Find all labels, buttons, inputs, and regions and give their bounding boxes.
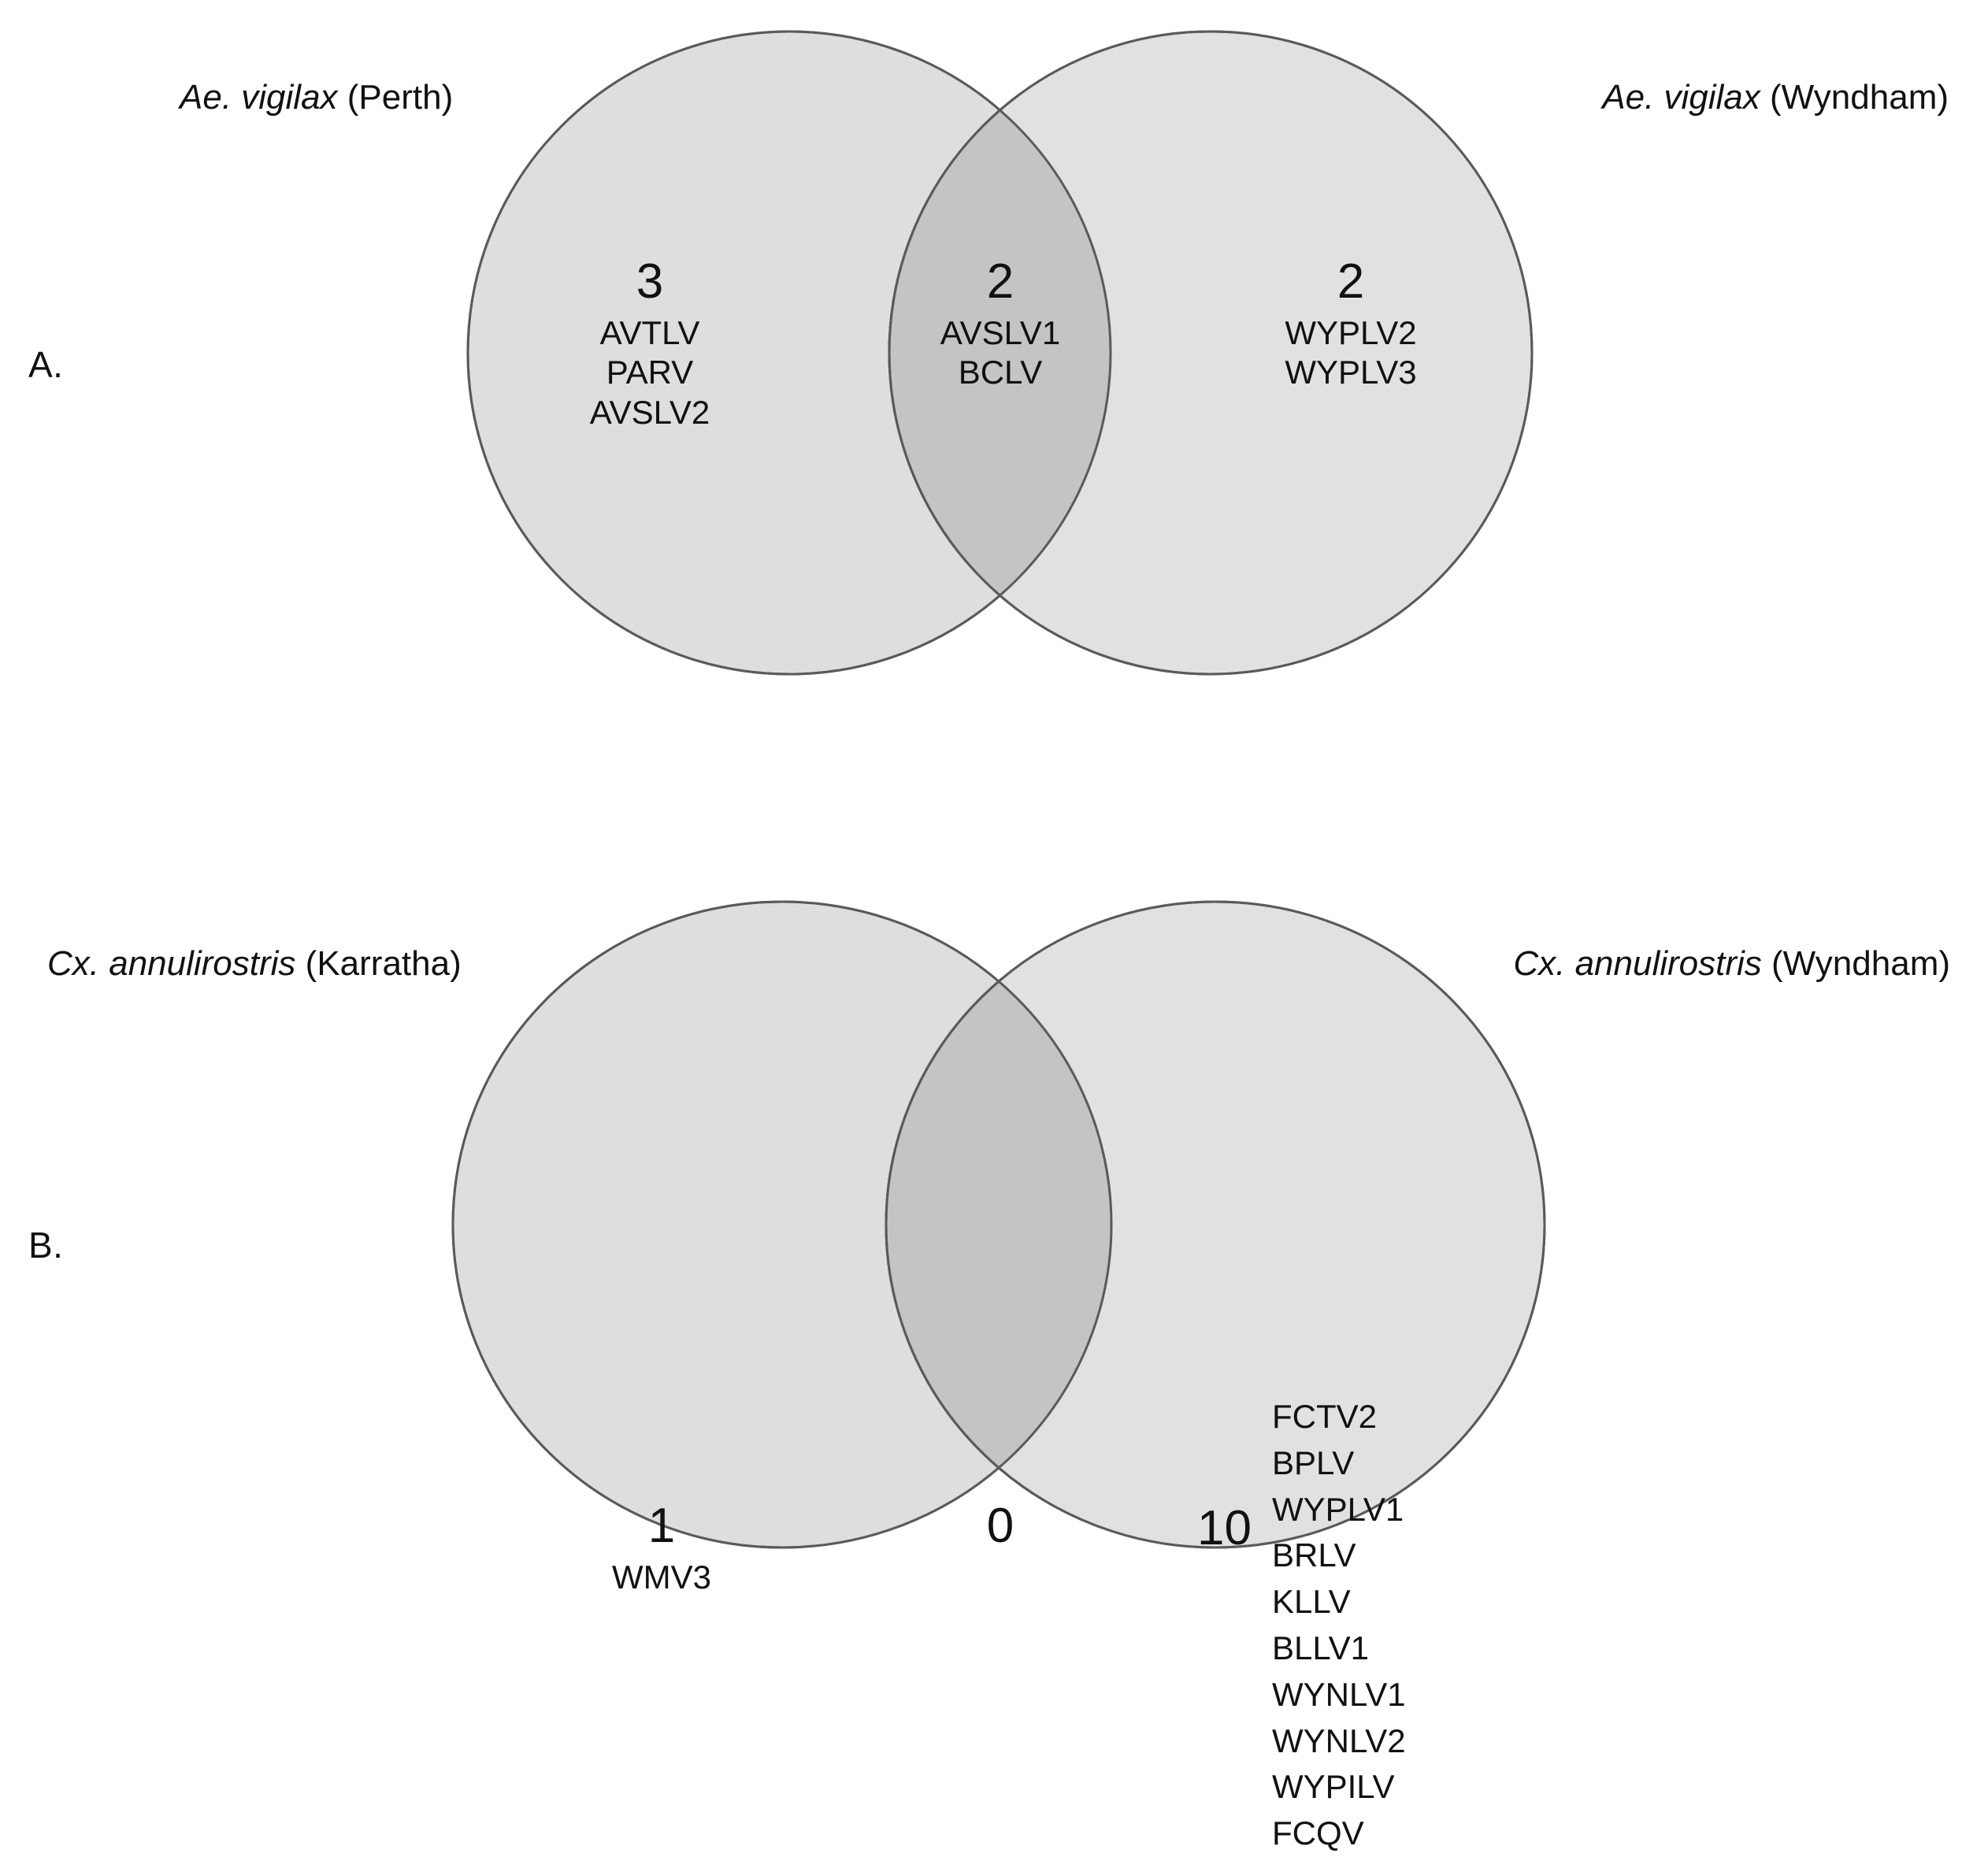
panel-a-right-circle-outline xyxy=(888,30,1534,676)
panel-a-venn-diagram xyxy=(0,0,1988,709)
panel-b-left-location: (Karratha) xyxy=(305,944,462,983)
virus-item: AVTLV xyxy=(599,314,700,352)
panel-a-left-circle-outline xyxy=(466,30,1112,676)
virus-item: WYPLV1 xyxy=(1271,1490,1404,1528)
virus-item: FCTV2 xyxy=(1271,1398,1377,1435)
virus-item: WYPLV3 xyxy=(1285,354,1417,391)
virus-item: WYPLV2 xyxy=(1285,314,1417,352)
panel-b-intersection-region: 0 xyxy=(882,1500,1118,1558)
virus-item: BPLV xyxy=(1271,1444,1355,1481)
panel-b-venn-diagram xyxy=(0,851,1988,1590)
panel-b: B. Cx. annulirostris (Karratha) Cx. annu… xyxy=(0,851,1988,1851)
panel-a-left-count: 3 xyxy=(636,254,664,309)
virus-item: WYNLV1 xyxy=(1271,1675,1406,1713)
virus-item: BLLV1 xyxy=(1271,1629,1369,1666)
panel-a-right-location: (Wyndham) xyxy=(1770,78,1949,117)
panel-b-right-set-label: Cx. annulirostris (Wyndham) xyxy=(1513,944,1950,983)
panel-b-right-count: 10 xyxy=(1197,1501,1252,1555)
panel-a-right-species: Ae. vigilax xyxy=(1602,78,1760,117)
panel-a-right-set-label: Ae. vigilax (Wyndham) xyxy=(1602,78,1949,117)
panel-b-right-location: (Wyndham) xyxy=(1771,944,1950,983)
panel-a-intersection-count: 2 xyxy=(986,254,1014,309)
panel-a-right-count: 2 xyxy=(1337,254,1365,309)
panel-b-left-count: 1 xyxy=(647,1499,676,1553)
panel-a-left-set-label: Ae. vigilax (Perth) xyxy=(180,78,454,117)
panel-a-left-species: Ae. vigilax xyxy=(180,78,338,117)
panel-b-left-items: WMV3 xyxy=(543,1558,780,1597)
panel-b-left-circle-outline xyxy=(451,900,1113,1549)
panel-b-left-species: Cx. annulirostris xyxy=(47,944,296,983)
virus-item: PARV xyxy=(606,354,694,391)
virus-item: FCQV xyxy=(1271,1814,1364,1852)
virus-item: AVSLV1 xyxy=(940,314,1061,352)
virus-item: KLLV xyxy=(1271,1583,1351,1621)
panel-b-intersection-count: 0 xyxy=(986,1499,1014,1553)
virus-item: AVSLV2 xyxy=(589,393,710,431)
virus-item: WYPILV xyxy=(1271,1768,1395,1806)
virus-item: BRLV xyxy=(1271,1536,1356,1574)
panel-a: A. Ae. vigilax (Perth) Ae. vigilax (Wynd… xyxy=(0,0,1988,851)
virus-item: BCLV xyxy=(958,354,1043,391)
panel-b-left-set-label: Cx. annulirostris (Karratha) xyxy=(47,944,462,983)
virus-item: WYNLV2 xyxy=(1271,1722,1406,1759)
panel-b-right-circle-outline xyxy=(885,900,1546,1549)
panel-b-letter: B. xyxy=(28,1225,64,1266)
panel-b-left-only-region: 1 WMV3 xyxy=(543,1500,780,1597)
panel-a-left-location: (Perth) xyxy=(347,78,454,117)
panel-a-letter: A. xyxy=(28,344,64,385)
virus-item: WMV3 xyxy=(612,1559,711,1596)
panel-b-right-species: Cx. annulirostris xyxy=(1513,944,1762,983)
